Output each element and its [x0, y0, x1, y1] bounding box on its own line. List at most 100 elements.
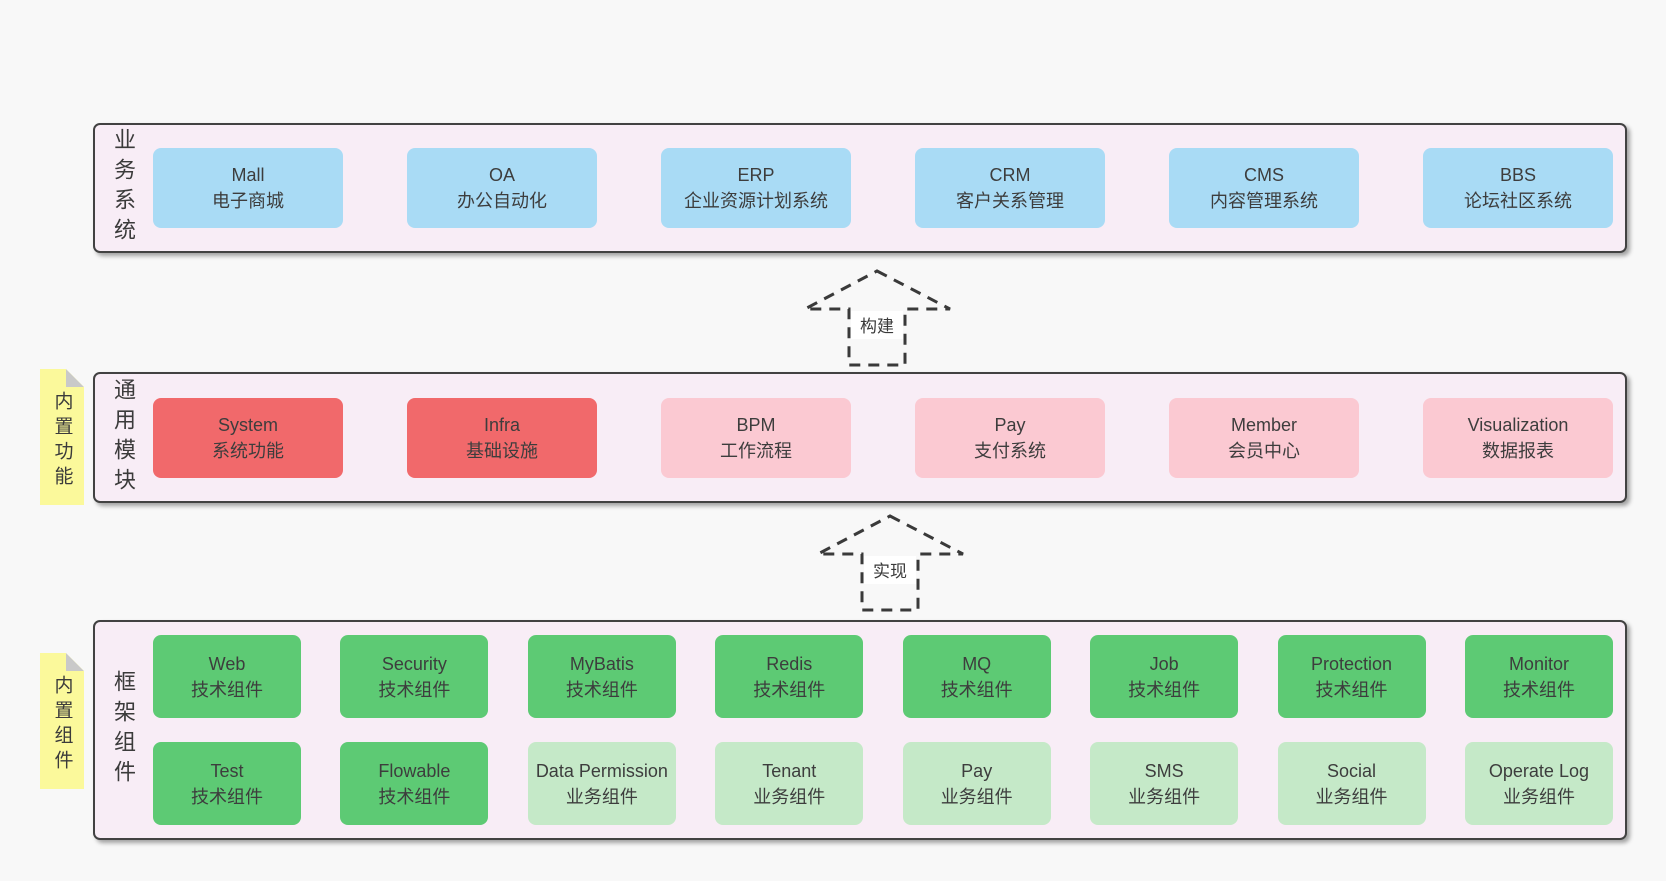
box-name-en: Pay [994, 414, 1026, 435]
block-arrow-up-icon [817, 514, 964, 612]
arrow-build: 构建 [804, 269, 951, 367]
box-name-zh: 技术组件 [1315, 679, 1388, 700]
box-name-zh: 技术组件 [378, 786, 451, 807]
box-tenant: Tenant 业务组件 [715, 742, 864, 825]
arrow-implement: 实现 [817, 514, 964, 612]
box-name-zh: 技术组件 [378, 679, 451, 700]
sticky-tag-label: 内置组件 [51, 675, 73, 775]
box-name-zh: 技术组件 [1128, 679, 1201, 700]
box-bbs: BBS 论坛社区系统 [1423, 148, 1613, 228]
sticky-tag-built-in-functions: 内置功能 [40, 369, 84, 505]
box-name-zh: 支付系统 [974, 440, 1046, 461]
arrow-label-bg [864, 556, 916, 584]
sticky-tag-label: 内置功能 [51, 391, 73, 491]
box-name-en: Social [1327, 760, 1377, 781]
section-label-modules: 通用模块 [111, 377, 136, 498]
box-visualization: Visualization 数据报表 [1423, 397, 1613, 478]
section-label-framework: 框架组件 [111, 670, 136, 790]
box-name-zh: 论坛社区系统 [1464, 191, 1572, 211]
box-name-en: CMS [1244, 165, 1284, 185]
box-name-en: BBS [1499, 165, 1537, 185]
box-system: System 系统功能 [153, 397, 343, 478]
box-name-zh: 业务组件 [1315, 786, 1388, 807]
box-name-zh: 会员中心 [1228, 440, 1300, 461]
box-name-en: SMS [1144, 760, 1184, 781]
box-name-en: System [217, 414, 278, 435]
box-name-en: Test [210, 760, 244, 781]
box-security: Security 技术组件 [340, 635, 489, 718]
box-name-en: Redis [766, 653, 813, 674]
box-name-zh: 技术组件 [565, 679, 638, 700]
box-job: Job 技术组件 [1090, 635, 1239, 718]
box-name-en: Flowable [378, 760, 451, 781]
arrow-implement-label: 实现 [873, 562, 907, 581]
box-social: Social 业务组件 [1277, 742, 1426, 825]
box-name-zh: 数据报表 [1482, 440, 1554, 461]
box-name-en: MyBatis [569, 653, 634, 674]
box-name-en: Member [1230, 414, 1297, 435]
box-pay: Pay 支付系统 [915, 397, 1105, 478]
box-name-zh: 技术组件 [191, 786, 263, 807]
box-test: Test 技术组件 [153, 742, 301, 825]
box-redis: Redis 技术组件 [715, 635, 864, 718]
box-name-zh: 电子商城 [212, 191, 284, 211]
box-name-zh: 技术组件 [940, 679, 1013, 700]
arrow-label-bg [851, 311, 903, 339]
box-name-zh: 技术组件 [753, 679, 826, 700]
box-name-en: Tenant [762, 760, 817, 781]
box-name-zh: 系统功能 [212, 440, 284, 461]
box-name-en: Operate Log [1488, 760, 1589, 781]
box-name-en: ERP [737, 165, 775, 185]
box-operate-log: Operate Log 业务组件 [1464, 742, 1613, 825]
box-name-en: Monitor [1508, 653, 1569, 674]
box-name-zh: 业务组件 [565, 786, 638, 807]
box-crm: CRM 客户关系管理 [915, 148, 1105, 228]
folded-corner-icon [66, 653, 84, 671]
box-erp: ERP 企业资源计划系统 [661, 148, 851, 228]
box-name-zh: 业务组件 [1502, 786, 1575, 807]
box-name-en: Mall [231, 165, 265, 185]
section-label-business: 业务系统 [111, 128, 136, 248]
folded-corner-icon [66, 369, 84, 387]
box-name-en: Visualization [1467, 414, 1569, 435]
box-name-en: Security [381, 653, 447, 674]
box-member: Member 会员中心 [1169, 397, 1359, 478]
box-mybatis: MyBatis 技术组件 [527, 635, 676, 718]
box-name-zh: 技术组件 [191, 679, 263, 700]
box-name-zh: 技术组件 [1502, 679, 1575, 700]
box-name-en: CRM [989, 165, 1031, 185]
box-name-zh: 工作流程 [720, 440, 792, 461]
box-name-en: OA [488, 165, 515, 185]
box-mall: Mall 电子商城 [153, 148, 343, 228]
box-name-zh: 企业资源计划系统 [684, 191, 828, 211]
box-infra: Infra 基础设施 [407, 397, 597, 478]
box-web: Web 技术组件 [153, 635, 301, 718]
box-flowable: Flowable 技术组件 [340, 742, 489, 825]
box-name-zh: 基础设施 [466, 440, 538, 461]
box-name-zh: 业务组件 [1128, 786, 1201, 807]
box-sms: SMS 业务组件 [1090, 742, 1239, 825]
block-arrow-up-icon [804, 269, 951, 367]
box-name-en: Web [208, 653, 246, 674]
box-name-zh: 业务组件 [940, 786, 1013, 807]
box-name-zh: 客户关系管理 [956, 191, 1064, 211]
box-name-zh: 业务组件 [753, 786, 826, 807]
box-name-en: Infra [483, 414, 521, 435]
box-name-en: Job [1149, 653, 1179, 674]
